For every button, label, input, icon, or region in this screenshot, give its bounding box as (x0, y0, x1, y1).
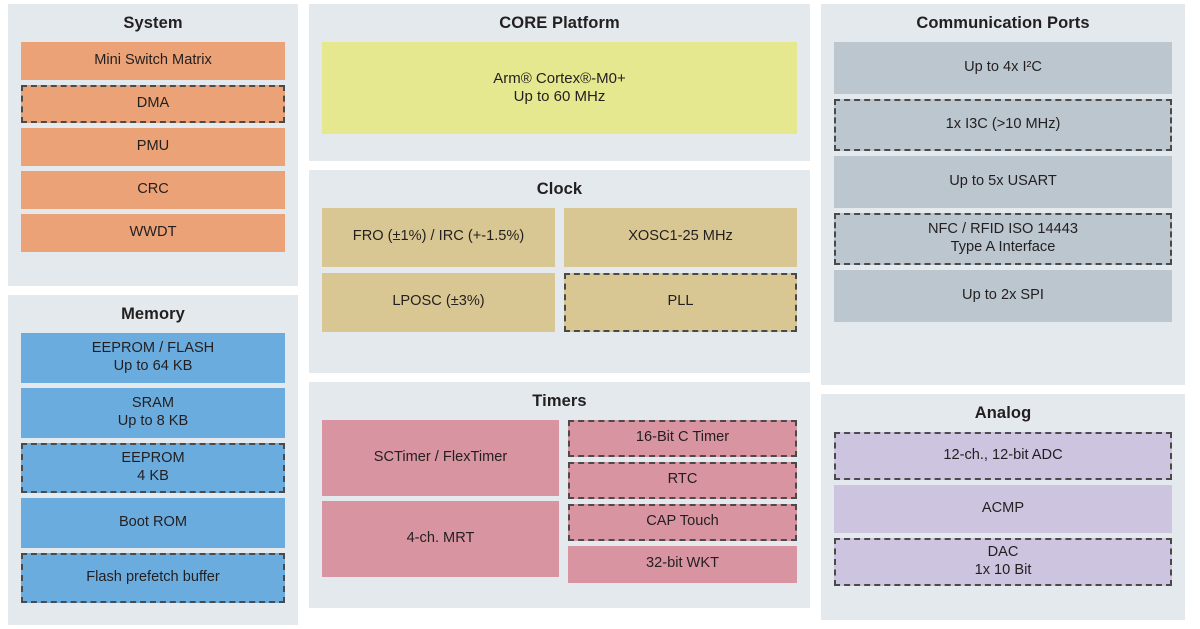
panel-clock: Clock FRO (±1%) / IRC (+-1.5%) XOSC1-25 … (309, 170, 810, 373)
panel-memory: Memory EEPROM / FLASH Up to 64 KB SRAM U… (8, 295, 298, 625)
block-dac[interactable]: DAC 1x 10 Bit (834, 537, 1172, 586)
block-xosc[interactable]: XOSC1-25 MHz (564, 207, 797, 267)
panel-communication-ports: Communication Ports Up to 4x I²C 1x I3C … (821, 4, 1185, 385)
panel-title-clock: Clock (536, 180, 583, 198)
analog-block-list: 12-ch., 12-bit ADC ACMP DAC 1x 10 Bit (834, 431, 1172, 609)
block-cap-touch[interactable]: CAP Touch (568, 503, 797, 541)
panel-title-communication-ports: Communication Ports (916, 14, 1090, 32)
block-4ch-mrt[interactable]: 4-ch. MRT (322, 500, 559, 577)
block-flash-prefetch-buffer[interactable]: Flash prefetch buffer (21, 552, 285, 603)
clock-block-grid: FRO (±1%) / IRC (+-1.5%) XOSC1-25 MHz LP… (322, 207, 797, 332)
block-boot-rom[interactable]: Boot ROM (21, 497, 285, 548)
panel-core-platform: CORE Platform Arm® Cortex®-M0+ Up to 60 … (309, 4, 810, 161)
panel-system: System Mini Switch Matrix DMA PMU CRC WW… (8, 4, 298, 286)
block-lposc[interactable]: LPOSC (±3%) (322, 272, 555, 332)
block-fro-irc[interactable]: FRO (±1%) / IRC (+-1.5%) (322, 207, 555, 267)
panel-title-memory: Memory (121, 305, 185, 323)
block-pll[interactable]: PLL (564, 272, 797, 332)
right-column: Communication Ports Up to 4x I²C 1x I3C … (821, 4, 1185, 625)
block-crc[interactable]: CRC (21, 170, 285, 209)
timers-left-column: SCTimer / FlexTimer 4-ch. MRT (322, 419, 559, 597)
panel-title-timers: Timers (532, 392, 587, 410)
block-spi[interactable]: Up to 2x SPI (834, 269, 1172, 322)
timers-block-area: SCTimer / FlexTimer 4-ch. MRT 16-Bit C T… (322, 419, 797, 597)
memory-block-list: EEPROM / FLASH Up to 64 KB SRAM Up to 8 … (21, 332, 285, 614)
block-pmu[interactable]: PMU (21, 127, 285, 166)
block-eeprom-flash[interactable]: EEPROM / FLASH Up to 64 KB (21, 332, 285, 383)
block-acmp[interactable]: ACMP (834, 484, 1172, 533)
core-block-list: Arm® Cortex®-M0+ Up to 60 MHz (322, 41, 797, 150)
block-arm-cortex-m0plus[interactable]: Arm® Cortex®-M0+ Up to 60 MHz (322, 41, 797, 134)
panel-title-analog: Analog (974, 404, 1032, 422)
timers-right-column: 16-Bit C Timer RTC CAP Touch 32-bit WKT (568, 419, 797, 597)
block-32bit-wkt[interactable]: 32-bit WKT (568, 545, 797, 583)
block-usart[interactable]: Up to 5x USART (834, 155, 1172, 208)
block-wwdt[interactable]: WWDT (21, 213, 285, 252)
panel-title-system: System (123, 14, 183, 32)
block-sctimer-flextimer[interactable]: SCTimer / FlexTimer (322, 419, 559, 496)
middle-column: CORE Platform Arm® Cortex®-M0+ Up to 60 … (309, 4, 810, 625)
panel-analog: Analog 12-ch., 12-bit ADC ACMP DAC 1x 10… (821, 394, 1185, 620)
block-nfc-rfid[interactable]: NFC / RFID ISO 14443 Type A Interface (834, 212, 1172, 265)
block-i3c[interactable]: 1x I3C (>10 MHz) (834, 98, 1172, 151)
block-adc[interactable]: 12-ch., 12-bit ADC (834, 431, 1172, 480)
system-block-list: Mini Switch Matrix DMA PMU CRC WWDT (21, 41, 285, 275)
block-eeprom[interactable]: EEPROM 4 KB (21, 442, 285, 493)
panel-timers: Timers SCTimer / FlexTimer 4-ch. MRT 16-… (309, 382, 810, 608)
block-sram[interactable]: SRAM Up to 8 KB (21, 387, 285, 438)
block-16bit-c-timer[interactable]: 16-Bit C Timer (568, 419, 797, 457)
panel-title-core-platform: CORE Platform (499, 14, 620, 32)
communication-block-list: Up to 4x I²C 1x I3C (>10 MHz) Up to 5x U… (834, 41, 1172, 374)
block-dma[interactable]: DMA (21, 84, 285, 123)
block-rtc[interactable]: RTC (568, 461, 797, 499)
block-mini-switch-matrix[interactable]: Mini Switch Matrix (21, 41, 285, 80)
left-column: System Mini Switch Matrix DMA PMU CRC WW… (8, 4, 298, 625)
block-i2c[interactable]: Up to 4x I²C (834, 41, 1172, 94)
